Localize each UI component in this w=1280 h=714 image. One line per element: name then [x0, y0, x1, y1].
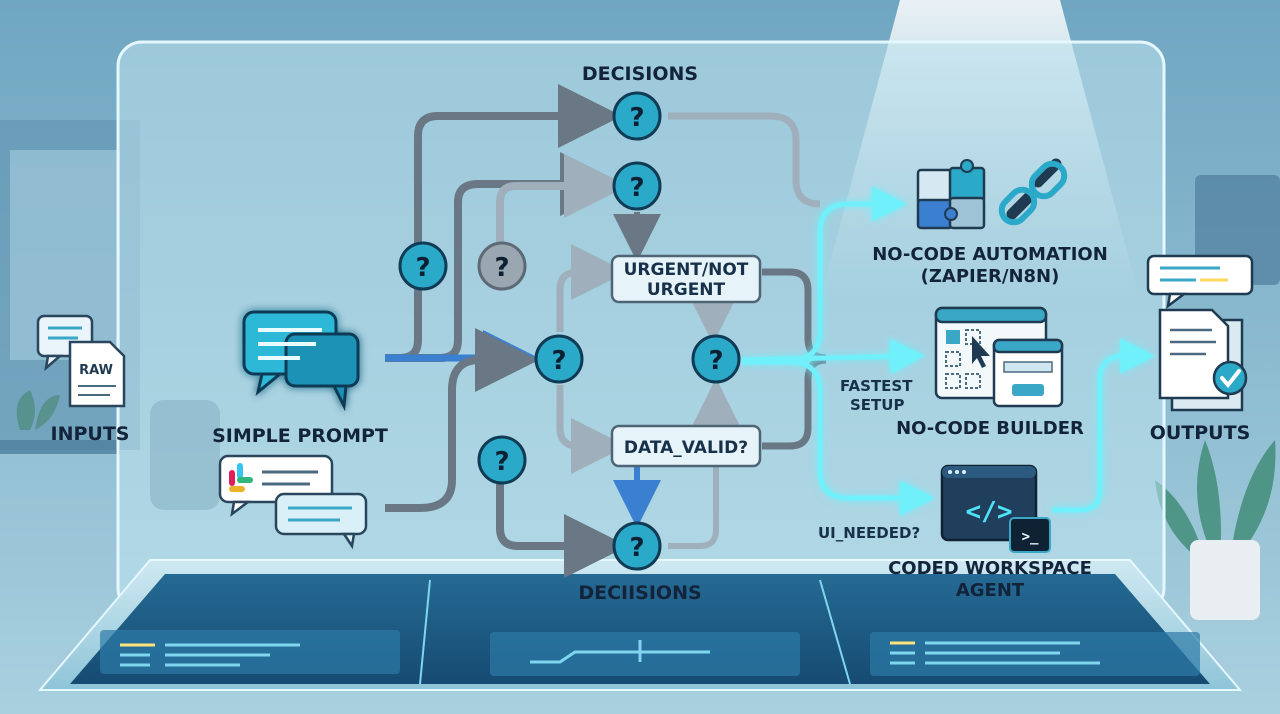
document-icon	[68, 340, 126, 408]
decision-node-top[interactable]: ?	[612, 91, 662, 141]
background-pot	[1190, 540, 1260, 620]
svg-text:URGENT/NOT: URGENT/NOT	[624, 260, 749, 280]
link-icon-inner	[998, 160, 1068, 226]
decisions-bottom-label: DECIISIONS	[578, 582, 701, 604]
code-window-icon: </> >_	[940, 464, 1051, 553]
svg-text:>_: >_	[1022, 529, 1039, 545]
arrow-decision-bottom-to-right-node	[668, 378, 740, 549]
link-icon	[1006, 158, 1062, 220]
arrow-gray-node-to-decision-2	[496, 154, 628, 244]
arrow-decision-bottom-left-to-decision-bottom	[496, 484, 628, 578]
svg-text:URGENT: URGENT	[647, 280, 726, 300]
desk-panel-left	[100, 630, 400, 674]
desk-divider-right	[819, 579, 851, 685]
arrow-slack-to-center	[385, 328, 539, 512]
code-symbol: </>	[966, 497, 1013, 527]
background-desk	[0, 440, 120, 454]
slack-messages-icon	[218, 454, 368, 550]
simple-prompt-label: SIMPLE PROMPT	[212, 425, 388, 447]
coded-workspace-label-line2: AGENT	[956, 580, 1025, 601]
outputs-label: OUTPUTS	[1150, 422, 1251, 444]
svg-text:?: ?	[629, 533, 644, 563]
decision-node-right[interactable]: ?	[691, 334, 741, 384]
arrow-datavalid-out	[762, 356, 827, 450]
svg-text:?: ?	[629, 173, 644, 203]
terminal-icon: >_	[1009, 517, 1051, 553]
desk-divider-left	[419, 579, 431, 685]
raw-label: RAW	[79, 363, 113, 378]
fastest-setup-label-line1: FASTEST	[840, 377, 913, 395]
nocode-automation-label-line1: NO-CODE AUTOMATION	[872, 244, 1108, 265]
svg-text:?: ?	[708, 346, 723, 376]
decisions-top-label: DECISIONS	[582, 63, 698, 85]
svg-text:?: ?	[415, 253, 430, 283]
decision-node-bottom-left[interactable]: ?	[477, 435, 527, 485]
nocode-builder-label: NO-CODE BUILDER	[896, 418, 1084, 439]
nocode-automation-label-line2: (ZAPIER/N8N)	[921, 266, 1060, 287]
outputs-icon	[1146, 254, 1254, 412]
slack-icon	[229, 463, 253, 492]
decision-node-gray[interactable]: ?	[477, 241, 527, 291]
decision-node-2[interactable]: ?	[612, 161, 662, 211]
arrow-urgent-out	[762, 268, 827, 362]
svg-text:DATA_VALID?: DATA_VALID?	[624, 438, 748, 458]
decision-node-left[interactable]: ?	[398, 241, 448, 291]
cyan-routes	[741, 186, 1155, 516]
simple-prompt-icon	[242, 310, 360, 412]
arrow-center-to-urgent	[556, 244, 627, 332]
svg-text:?: ?	[551, 346, 566, 376]
inputs-label: INPUTS	[51, 423, 130, 445]
cursor-icon	[972, 336, 990, 368]
ui-needed-label: UI_NEEDED?	[818, 524, 920, 542]
decision-node-center[interactable]: ?	[534, 334, 584, 384]
builder-window-icon	[934, 306, 1064, 408]
desk-panel-mid	[490, 632, 800, 676]
inputs-icon: RAW	[36, 314, 126, 408]
desk-lines	[120, 640, 1100, 667]
svg-text:?: ?	[494, 447, 509, 477]
svg-text:?: ?	[494, 253, 509, 283]
puzzle-icon	[916, 159, 986, 230]
background-plant-right	[1155, 440, 1276, 560]
check-icon	[1212, 360, 1248, 396]
decision-node-bottom[interactable]: ?	[612, 521, 662, 571]
arrow-decision-top-out	[668, 112, 821, 208]
fastest-setup-label-line2: SETUP	[850, 396, 904, 414]
urgent-box[interactable]: URGENT/NOT URGENT	[610, 254, 762, 304]
arrow-center-to-datavalid	[556, 385, 627, 474]
svg-text:?: ?	[629, 103, 644, 133]
background-plant-left	[16, 390, 61, 430]
data-valid-box[interactable]: DATA_VALID?	[610, 424, 762, 468]
coded-workspace-label-line1: CODED WORKSPACE	[888, 558, 1092, 579]
